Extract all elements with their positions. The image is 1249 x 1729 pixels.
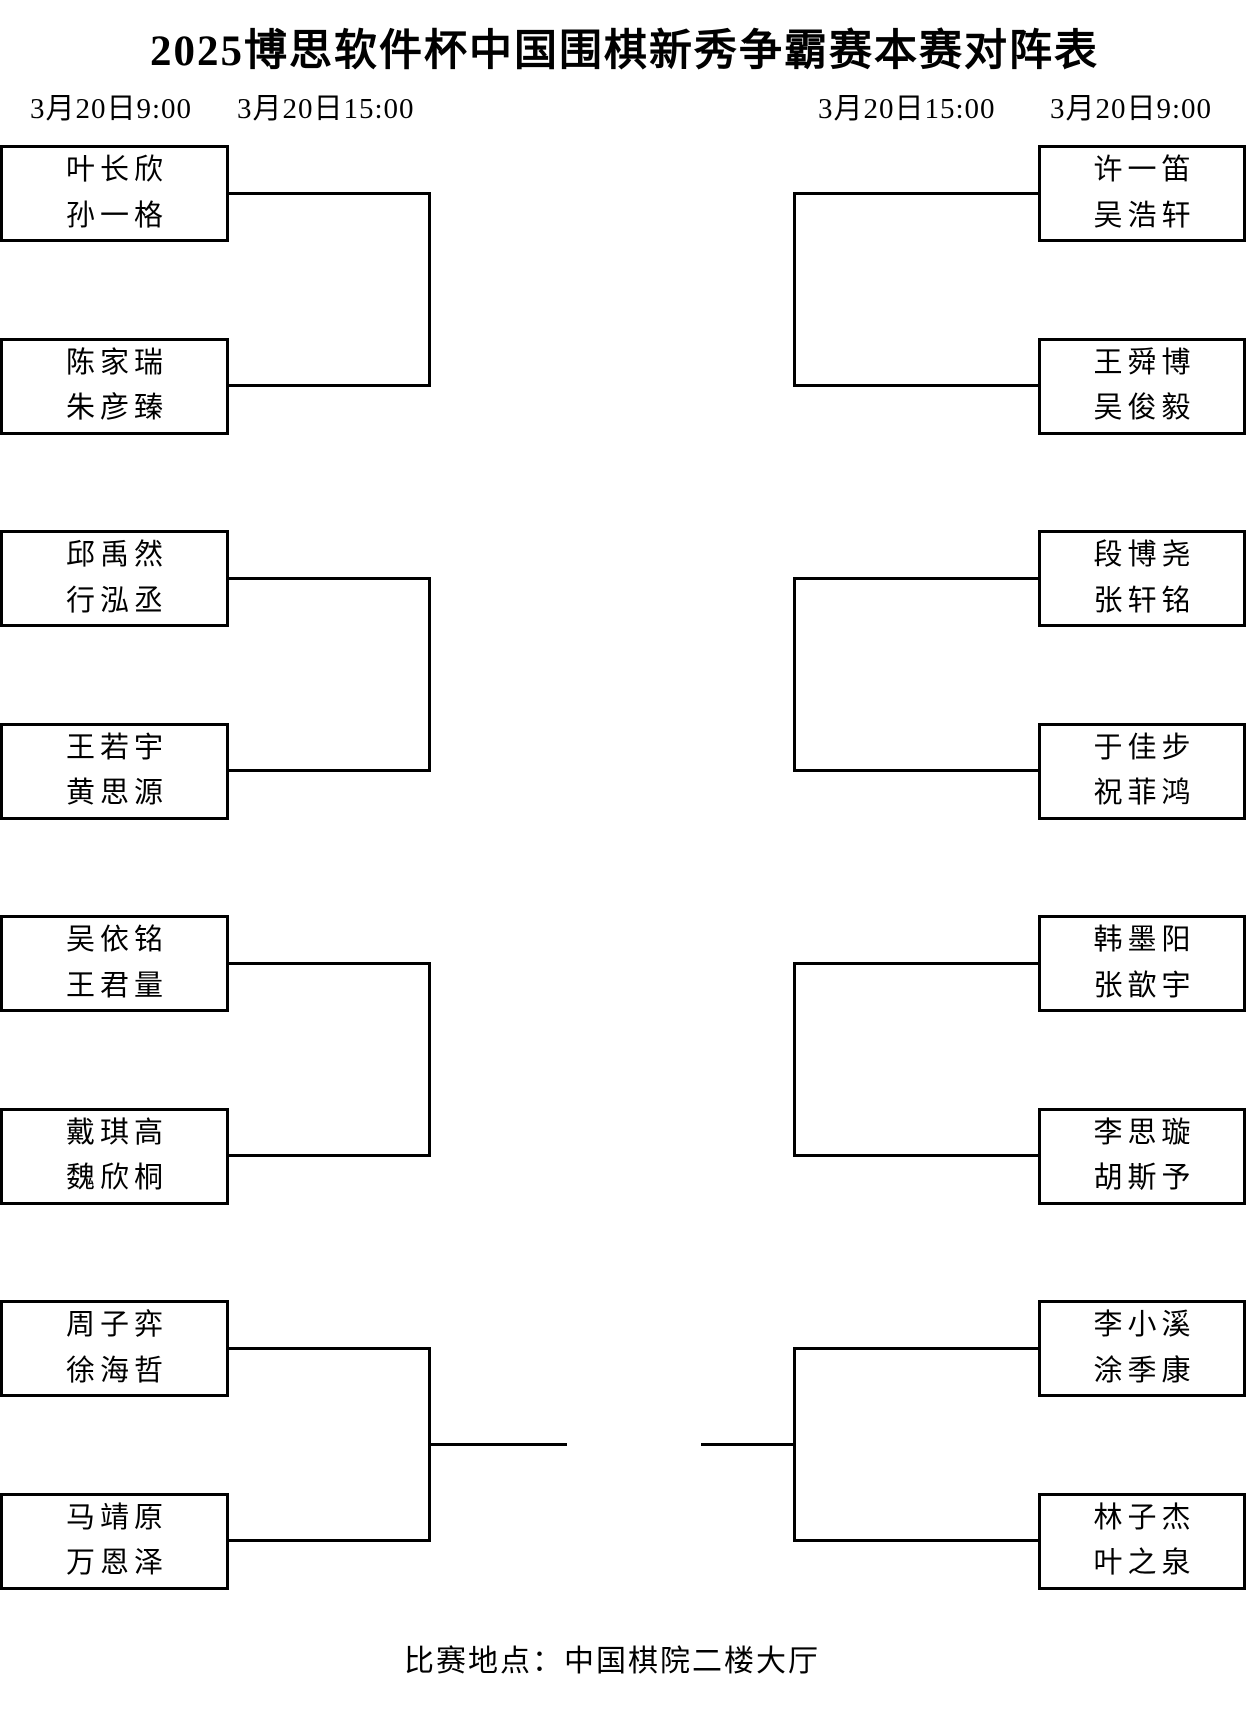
r2-connector-left-2-bottom — [228, 769, 431, 772]
venue-text: 比赛地点：中国棋院二楼大厅 — [404, 1645, 820, 1678]
match-box-left-3: 邱禹然 行泓丞 — [0, 530, 229, 627]
match-box-left-1: 叶长欣 孙一格 — [0, 145, 229, 242]
player-name: 叶之泉 — [1093, 1547, 1196, 1580]
r2-connector-right-2-top — [793, 577, 1038, 580]
player-name: 吴依铭 — [65, 924, 168, 957]
player-name: 叶长欣 — [65, 154, 168, 187]
schedule-left-round1: 3月20日9:00 — [30, 93, 193, 125]
match-box-right-7: 李小溪 涂季康 — [1038, 1300, 1246, 1397]
r2-connector-right-2-vert — [793, 577, 796, 772]
player-name: 徐海哲 — [65, 1354, 168, 1387]
final-connector-left — [428, 1443, 567, 1446]
r2-connector-right-4-top — [793, 1347, 1038, 1350]
player-name: 戴琪高 — [65, 1116, 168, 1149]
player-name: 陈家瑞 — [65, 346, 168, 379]
player-name: 段博尧 — [1093, 539, 1196, 572]
player-name: 王舜博 — [1093, 346, 1196, 379]
r2-connector-right-1-vert — [793, 192, 796, 387]
r2-connector-left-1-top — [228, 192, 431, 195]
match-box-right-4: 于佳步 祝菲鸿 — [1038, 722, 1246, 820]
schedule-right-round2: 3月20日15:00 — [818, 93, 996, 125]
player-name: 行泓丞 — [65, 584, 168, 617]
player-name: 吴浩轩 — [1093, 199, 1196, 232]
r2-connector-right-4-bottom — [793, 1539, 1038, 1542]
r2-connector-right-3-vert — [793, 962, 796, 1157]
player-name: 许一笛 — [1093, 154, 1196, 187]
player-name: 张轩铭 — [1093, 584, 1196, 617]
page-title: 2025博思软件杯中国围棋新秀争霸赛本赛对阵表 — [150, 28, 1099, 75]
match-box-left-6: 戴琪高 魏欣桐 — [0, 1107, 229, 1205]
r2-connector-right-1-bottom — [793, 384, 1038, 387]
player-name: 魏欣桐 — [65, 1162, 168, 1195]
player-name: 李思璇 — [1093, 1116, 1196, 1149]
player-name: 王君量 — [65, 969, 168, 1002]
schedule-right-round1: 3月20日9:00 — [1050, 93, 1213, 125]
player-name: 胡斯予 — [1093, 1162, 1196, 1195]
player-name: 孙一格 — [65, 199, 168, 232]
r2-connector-left-2-vert — [428, 577, 431, 772]
r2-connector-left-3-vert — [428, 962, 431, 1157]
r2-connector-left-3-top — [228, 962, 431, 965]
match-box-right-1: 许一笛 吴浩轩 — [1038, 145, 1246, 242]
match-box-left-5: 吴依铭 王君量 — [0, 915, 229, 1012]
r2-connector-left-3-bottom — [228, 1154, 431, 1157]
r2-connector-right-2-bottom — [793, 769, 1038, 772]
player-name: 韩墨阳 — [1093, 924, 1196, 957]
r2-connector-right-3-bottom — [793, 1154, 1038, 1157]
match-box-right-6: 李思璇 胡斯予 — [1038, 1107, 1246, 1205]
player-name: 周子弈 — [65, 1309, 168, 1342]
r2-connector-left-2-top — [228, 577, 431, 580]
match-box-right-3: 段博尧 张轩铭 — [1038, 530, 1246, 627]
match-box-left-2: 陈家瑞 朱彦臻 — [0, 337, 229, 435]
match-box-left-4: 王若宇 黄思源 — [0, 722, 229, 820]
final-connector-right — [701, 1443, 796, 1446]
match-box-left-8: 马靖原 万恩泽 — [0, 1492, 229, 1590]
r2-connector-left-1-vert — [428, 192, 431, 387]
player-name: 涂季康 — [1093, 1354, 1196, 1387]
player-name: 王若宇 — [65, 731, 168, 764]
player-name: 万恩泽 — [65, 1547, 168, 1580]
match-box-right-5: 韩墨阳 张歆宇 — [1038, 915, 1246, 1012]
match-box-right-2: 王舜博 吴俊毅 — [1038, 337, 1246, 435]
player-name: 邱禹然 — [65, 539, 168, 572]
player-name: 张歆宇 — [1093, 969, 1196, 1002]
player-name: 朱彦臻 — [65, 392, 168, 425]
r2-connector-right-3-top — [793, 962, 1038, 965]
player-name: 林子杰 — [1093, 1501, 1196, 1534]
match-box-right-8: 林子杰 叶之泉 — [1038, 1492, 1246, 1590]
player-name: 吴俊毅 — [1093, 392, 1196, 425]
player-name: 于佳步 — [1093, 731, 1196, 764]
r2-connector-left-4-bottom — [228, 1539, 431, 1542]
schedule-left-round2: 3月20日15:00 — [237, 93, 415, 125]
player-name: 黄思源 — [65, 777, 168, 810]
player-name: 祝菲鸿 — [1093, 777, 1196, 810]
r2-connector-right-1-top — [793, 192, 1038, 195]
player-name: 李小溪 — [1093, 1309, 1196, 1342]
player-name: 马靖原 — [65, 1501, 168, 1534]
r2-connector-left-4-top — [228, 1347, 431, 1350]
r2-connector-left-1-bottom — [228, 384, 431, 387]
match-box-left-7: 周子弈 徐海哲 — [0, 1300, 229, 1397]
